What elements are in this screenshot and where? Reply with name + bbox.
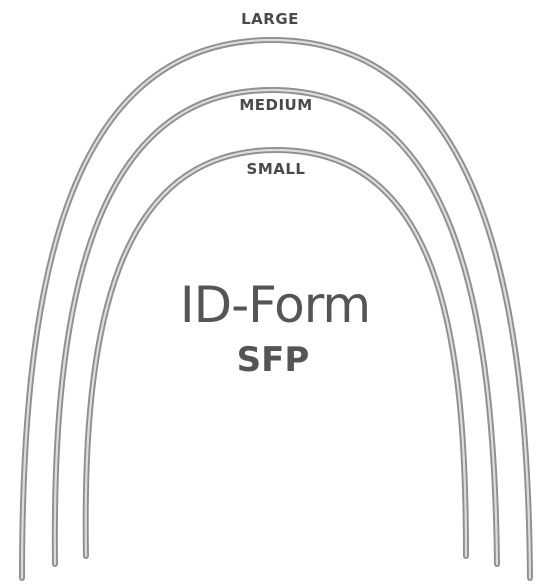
- large-size-label: LARGE: [241, 10, 299, 28]
- product-title: ID-Form: [179, 276, 371, 334]
- small-arch-wire: [82, 146, 469, 559]
- medium-size-label: MEDIUM: [239, 96, 313, 114]
- product-subtitle: SFP: [236, 340, 310, 380]
- medium-arch-wire: [51, 86, 500, 567]
- small-size-label: SMALL: [246, 160, 306, 178]
- large-arch-wire: [19, 36, 533, 581]
